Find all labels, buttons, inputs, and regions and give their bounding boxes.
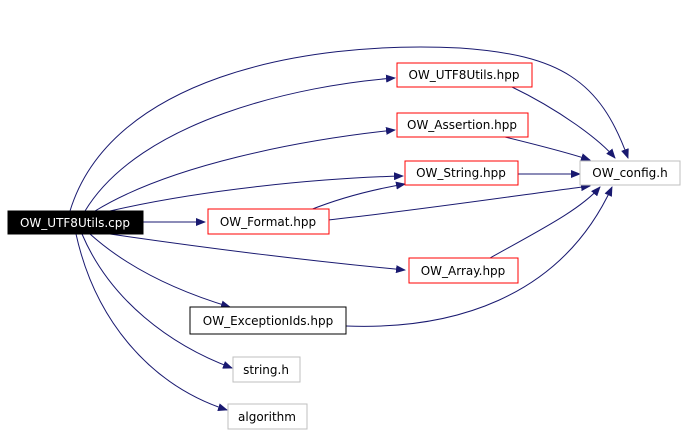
node-exceptionids-hpp-label: OW_ExceptionIds.hpp	[203, 314, 333, 328]
edge-exceptionids-config	[345, 186, 613, 327]
node-array-hpp[interactable]: OW_Array.hpp	[408, 257, 519, 284]
edges	[69, 46, 629, 412]
edge-format-config	[327, 183, 591, 221]
edge-root-algorithm	[75, 233, 228, 412]
edge-root-string-h	[81, 233, 233, 369]
node-utf8utils-hpp[interactable]: OW_UTF8Utils.hpp	[396, 62, 533, 88]
edge-assertion-config	[504, 136, 591, 161]
node-root-label: OW_UTF8Utils.cpp	[20, 216, 130, 230]
node-format-hpp-label: OW_Format.hpp	[220, 215, 316, 229]
node-config-h-label: OW_config.h	[592, 166, 667, 180]
node-string-hpp[interactable]: OW_String.hpp	[404, 160, 519, 186]
node-root[interactable]: OW_UTF8Utils.cpp	[7, 210, 144, 235]
edge-root-array-hpp	[109, 233, 406, 274]
node-algorithm-label: algorithm	[238, 410, 296, 424]
node-array-hpp-label: OW_Array.hpp	[421, 264, 506, 278]
node-format-hpp[interactable]: OW_Format.hpp	[207, 208, 330, 235]
node-exceptionids-hpp[interactable]: OW_ExceptionIds.hpp	[189, 306, 347, 335]
node-string-h-label: string.h	[243, 363, 289, 377]
node-algorithm[interactable]: algorithm	[227, 403, 308, 430]
node-assertion-hpp[interactable]: OW_Assertion.hpp	[396, 112, 529, 138]
edge-root-utf8utils-hpp	[84, 74, 396, 212]
node-assertion-hpp-label: OW_Assertion.hpp	[407, 118, 517, 132]
edge-root-assertion-hpp	[94, 126, 396, 212]
node-config-h[interactable]: OW_config.h	[579, 160, 681, 186]
edge-root-string-hpp	[109, 172, 404, 212]
edge-root-config-h	[69, 46, 629, 212]
node-string-h[interactable]: string.h	[232, 356, 301, 383]
edge-utf8utils-config	[509, 85, 616, 159]
edge-array-config	[489, 186, 601, 259]
node-string-hpp-label: OW_String.hpp	[416, 166, 506, 180]
edge-root-exceptionids	[89, 233, 231, 309]
node-utf8utils-hpp-label: OW_UTF8Utils.hpp	[408, 68, 519, 82]
edge-format-string	[309, 181, 406, 211]
nodes: OW_UTF8Utils.cpp OW_UTF8Utils.hpp OW_Ass…	[7, 62, 681, 430]
